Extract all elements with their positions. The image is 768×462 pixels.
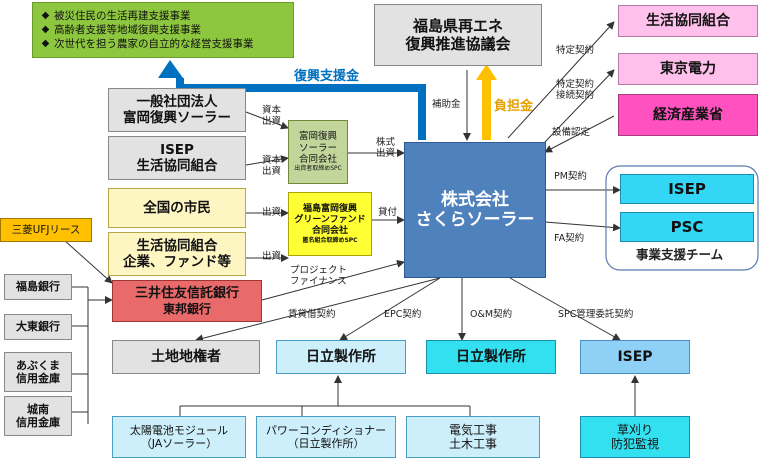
mowing-security-box: 草刈り 防犯監視 [580,416,690,458]
shihon-shusshi-label-2: 資本 出資 [262,155,282,177]
isep-team-box: ISEP [620,174,754,204]
fa-keiyaku-label: FA契約 [554,233,585,244]
green-fund-spc-box: 福島富岡復興 グリーンファンド 合同会社 匿名組合取締めSPC [288,192,372,256]
isep-bottom-box: ISEP [580,340,690,374]
support-item-1: ◆被災住民の生活再建支援事業 [41,10,191,22]
setsubi-nintei-label: 設備認定 [552,127,591,138]
isep-coop-box: ISEP 生活協同組合 [108,136,246,180]
fukushima-renewable-council-box: 福島県再エネ 復興推進協議会 [374,4,542,66]
landowner-box: 土地地権者 [112,340,260,374]
hitachi-om-box: 日立製作所 [426,340,556,374]
spc-kanri-label: SPC管理委託契約 [558,309,634,320]
abukuma-shinkin-box: あぶくま 信用金庫 [4,352,72,392]
chintaishaku-label: 賃貸借契約 [288,309,336,320]
sakura-solar-center-box: 株式会社 さくらソーラー [404,142,546,278]
support-projects-box: ◆被災住民の生活再建支援事業 ◆高齢者支援等地域復興支援事業 ◆次世代を担う農家… [32,2,294,58]
futankin-label: 負担金 [494,99,534,114]
power-conditioner-box: パワーコンディショナー （日立製作所） [256,416,396,458]
epc-keiyaku-label: EPC契約 [384,309,422,320]
diamond-bullet-icon: ◆ [41,24,50,35]
tepco-box: 東京電力 [618,53,758,85]
hojokin-label: 補助金 [432,99,461,110]
kabushiki-shusshi-label: 株式 出資 [376,137,396,159]
zenkoku-shimin-box: 全国の市民 [108,188,246,228]
daito-bank-box: 大東銀行 [4,314,72,340]
electrical-civil-works-box: 電気工事 土木工事 [406,416,540,458]
support-item-3: ◆次世代を担う農家の自立的な経営支援事業 [41,38,254,50]
seikyo-box: 生活協同組合 [618,5,758,37]
om-keiyaku-label: O&M契約 [470,309,513,320]
tokutei-keiyaku-label: 特定契約 [556,45,595,56]
fukko-shienkin-label: 復興支援金 [294,69,360,84]
project-finance-label: プロジェクト ファイナンス [290,265,348,287]
kashitsuke-label: 貸付 [378,207,398,218]
support-item-2: ◆高齢者支援等地域復興支援事業 [41,24,201,36]
team-label: 事業支援チーム [636,247,724,262]
fukushima-bank-box: 福島銀行 [4,274,72,300]
ippan-shadan-box: 一般社団法人 富岡復興ソーラー [108,88,246,132]
coop-firms-box: 生活協同組合 企業、ファンド等 [108,232,246,276]
smtb-bank-box: 三井住友信託銀行 東邦銀行 [112,280,262,322]
mufg-lease-box: 三菱UFJリース [0,218,92,242]
shusshi-label-2: 出資 [262,251,282,262]
diamond-bullet-icon: ◆ [41,38,50,49]
meti-box: 経済産業省 [618,94,758,136]
psc-team-box: PSC [620,212,754,242]
diamond-bullet-icon: ◆ [41,10,50,21]
shusshi-label-1: 出資 [262,207,282,218]
hitachi-epc-box: 日立製作所 [276,340,406,374]
tokutei-setsuzoku-label: 特定契約 接続契約 [556,79,595,101]
pm-keiyaku-label: PM契約 [554,171,587,182]
solar-module-box: 太陽電池モジュール （JAソーラー） [112,416,246,458]
tomioka-solar-spc-box: 富岡復興 ソーラー 合同会社 出資者取締めSPC [288,120,348,184]
shihon-shusshi-label-1: 資本 出資 [262,105,282,127]
jonan-shinkin-box: 城南 信用金庫 [4,396,72,436]
